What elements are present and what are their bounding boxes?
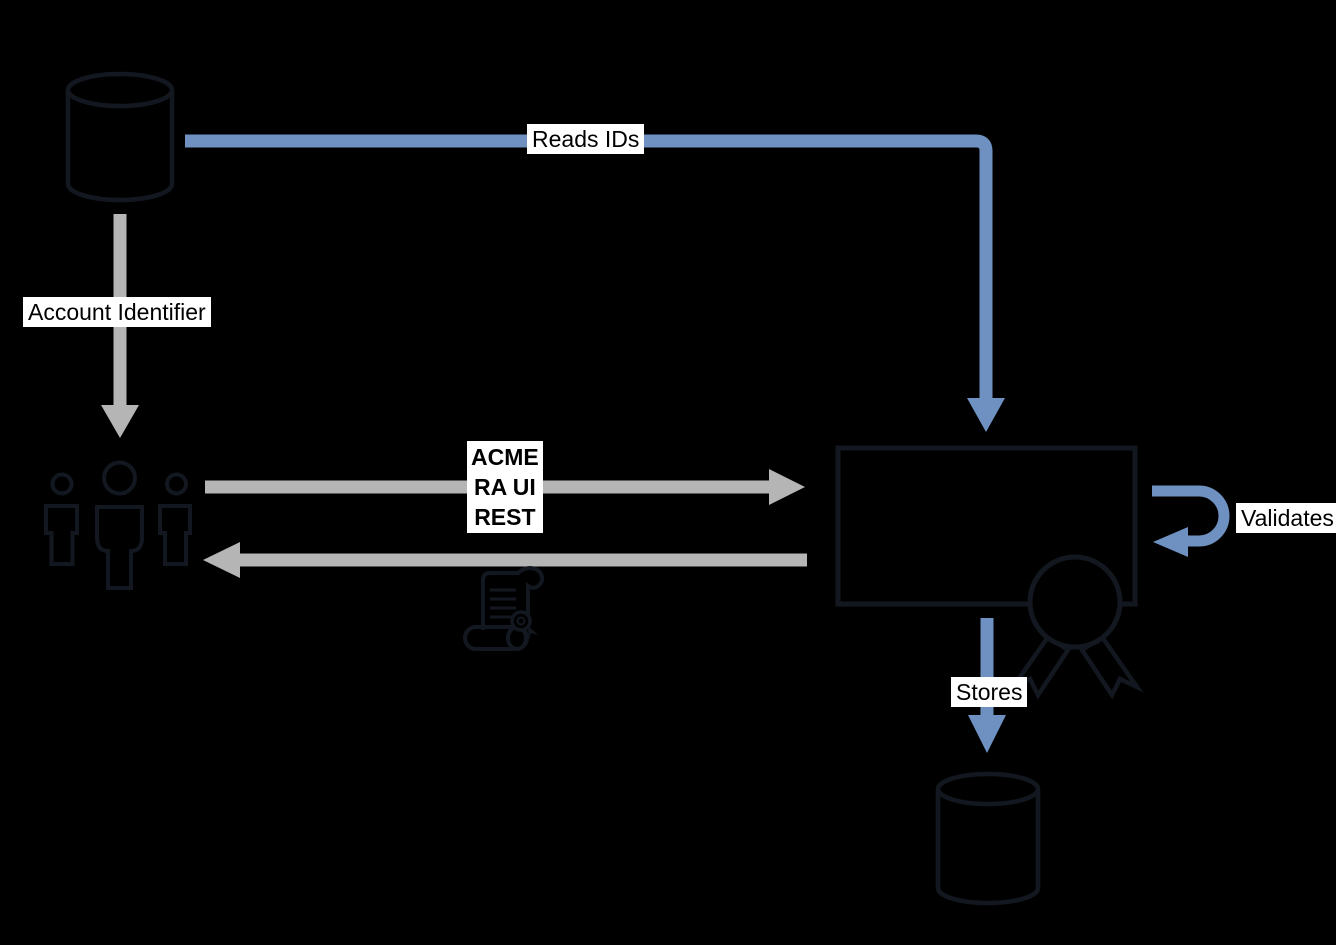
person-body [158, 504, 192, 566]
person-body [95, 505, 144, 590]
source-database-icon [65, 71, 175, 203]
acme-label-line: RA UI [473, 474, 536, 500]
acme-label-line: ACME [471, 444, 539, 470]
acme-ra-ui-rest-label: ACME RA UI REST [467, 441, 543, 533]
person-head [165, 472, 188, 496]
person-head [102, 460, 137, 496]
reads-ids-arrow [185, 134, 1005, 432]
target-database-icon [935, 771, 1041, 906]
person-body [44, 504, 79, 566]
certificate-scroll-icon [463, 566, 545, 651]
person-head [50, 472, 74, 496]
reads-ids-label: Reads IDs [527, 124, 645, 154]
validates-loop-arrow [1152, 485, 1230, 557]
acme-label-line: REST [474, 504, 536, 530]
response-arrow [203, 542, 807, 578]
validates-label: Validates [1236, 503, 1336, 533]
rosette-medal [1027, 554, 1123, 650]
stores-label: Stores [951, 677, 1028, 707]
award-ribbon-icon [1006, 554, 1144, 700]
account-identifier-label: Account Identifier [23, 297, 211, 327]
users-group-icon [44, 460, 192, 590]
